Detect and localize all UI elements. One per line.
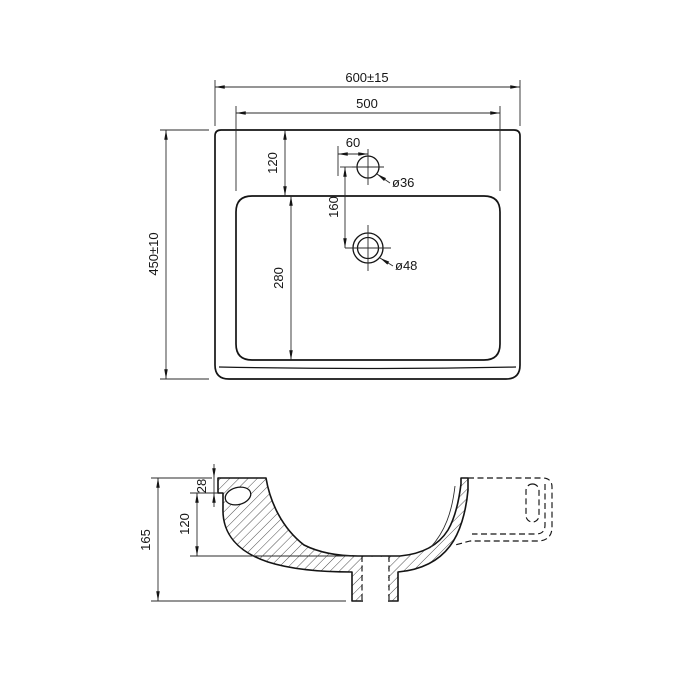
dim-rim-thickness: 28 (194, 464, 216, 507)
dim-label-rim-to-basin: 120 (265, 152, 280, 174)
dim-label-faucet-to-drain: 160 (326, 196, 341, 218)
drain-outlet-hidden-edges (361, 556, 390, 601)
rear-hidden-outline (454, 477, 553, 546)
faucet-crosshair (352, 149, 384, 185)
rear-hidden-inner-line (472, 484, 546, 535)
dim-label-faucet-offset: 60 (346, 135, 360, 150)
dim-label-rim-thickness: 28 (194, 479, 209, 493)
dim-label-basin-length: 280 (271, 267, 286, 289)
overflow-channel-hole (224, 486, 252, 506)
dim-label-faucet-dia: ø36 (392, 175, 414, 190)
dim-label-bowl-depth: 120 (177, 513, 192, 535)
dim-basin-length: 280 (271, 196, 293, 360)
dim-rim-to-basin: 120 (265, 130, 287, 196)
dim-label-total-height: 165 (138, 529, 153, 551)
right-wall-detail-line (429, 485, 456, 549)
dim-label-drain-dia: ø48 (395, 258, 417, 273)
drain-crosshair (345, 225, 391, 271)
overflow-slot-hidden (525, 483, 540, 523)
dim-label-outer-width: 600±15 (345, 70, 388, 85)
top-view: 600±15 500 450±10 120 280 60 (146, 70, 521, 380)
basin-outline (235, 195, 501, 361)
dim-label-inner-width: 500 (356, 96, 378, 111)
section-view: 165 120 28 (138, 464, 553, 603)
dim-faucet-offset: 60 (337, 135, 368, 176)
leader-drain-dia: ø48 (379, 257, 417, 273)
dim-outer-width: 600±15 (214, 70, 521, 126)
leader-faucet-dia: ø36 (376, 173, 414, 190)
drain-outlet-opening (363, 557, 388, 603)
front-edge-line (218, 366, 517, 370)
dim-total-height: 165 (138, 477, 346, 602)
dim-label-outer-depth: 450±10 (146, 232, 161, 275)
dim-inner-width: 500 (235, 96, 501, 191)
outer-rim-outline (214, 129, 521, 380)
dim-faucet-to-drain: 160 (326, 166, 356, 248)
section-cut-wall (217, 477, 469, 602)
dim-outer-depth: 450±10 (146, 129, 209, 380)
